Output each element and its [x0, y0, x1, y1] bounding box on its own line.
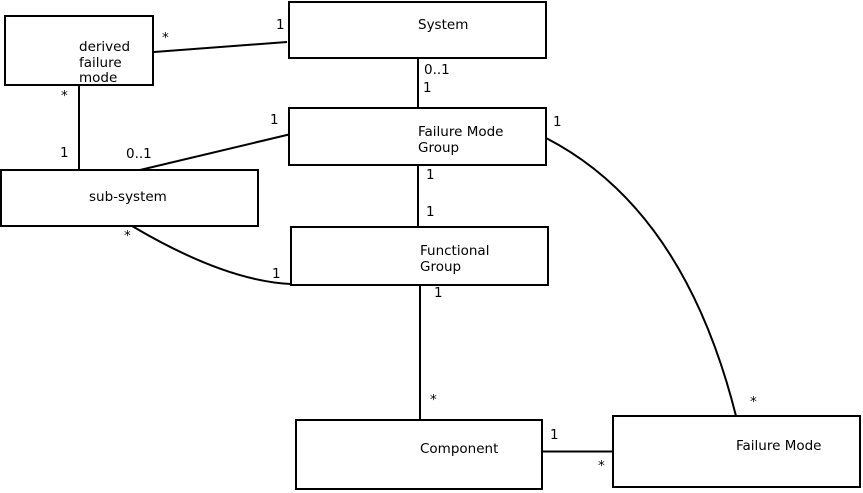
- edge-system-derived-failure-mode: [153, 41, 288, 53]
- mult-subsystem-fg-at-fg: 1: [272, 266, 281, 282]
- mult-subsystem-fmg-at-fmg: 1: [270, 112, 279, 128]
- node-system-label: System: [418, 17, 469, 33]
- node-failure-mode-group-label: Failure Mode Group: [418, 124, 504, 156]
- node-functional-group-label: Functional Group: [420, 243, 490, 275]
- node-component: Component: [295, 419, 543, 490]
- node-failure-mode: Failure Mode: [612, 415, 861, 488]
- edge-sub-system-failure-mode-group: [139, 133, 290, 171]
- node-sub-system-label: sub-system: [89, 189, 167, 205]
- mult-system-fmg-at-fmg: 1: [423, 80, 432, 96]
- mult-component-fm-at-fm: *: [598, 458, 605, 474]
- node-failure-mode-label: Failure Mode: [736, 438, 822, 454]
- mult-dfm-subsystem-at-subsystem: 1: [60, 145, 69, 161]
- node-functional-group: Functional Group: [290, 226, 549, 286]
- node-sub-system: sub-system: [0, 169, 259, 227]
- node-derived-failure-mode-label: derived failure mode: [79, 39, 131, 86]
- edge-failure-mode-group-failure-mode: [545, 137, 737, 417]
- node-failure-mode-group: Failure Mode Group: [288, 107, 547, 166]
- mult-system-fmg-at-system: 0..1: [424, 62, 450, 78]
- node-derived-failure-mode: derived failure mode: [4, 15, 154, 86]
- mult-fmg-fg-at-fg: 1: [426, 204, 435, 220]
- mult-system-dfm-at-system: 1: [276, 17, 285, 33]
- mult-subsystem-fmg-at-subsystem: 0..1: [126, 146, 152, 162]
- mult-fg-component-at-fg: 1: [434, 285, 443, 301]
- node-component-label: Component: [420, 441, 499, 457]
- mult-fmg-fm-at-fm: *: [750, 394, 757, 410]
- mult-system-dfm-at-dfm: *: [162, 30, 169, 46]
- mult-fmg-fm-at-fmg: 1: [553, 114, 562, 130]
- mult-fg-component-at-component: *: [430, 392, 437, 408]
- mult-subsystem-fg-at-subsystem: *: [124, 228, 131, 244]
- mult-dfm-subsystem-at-dfm: *: [61, 88, 68, 104]
- mult-component-fm-at-component: 1: [550, 427, 559, 443]
- mult-fmg-fg-at-fmg: 1: [426, 167, 435, 183]
- edge-sub-system-functional-group: [131, 225, 292, 285]
- node-system: System: [288, 1, 547, 59]
